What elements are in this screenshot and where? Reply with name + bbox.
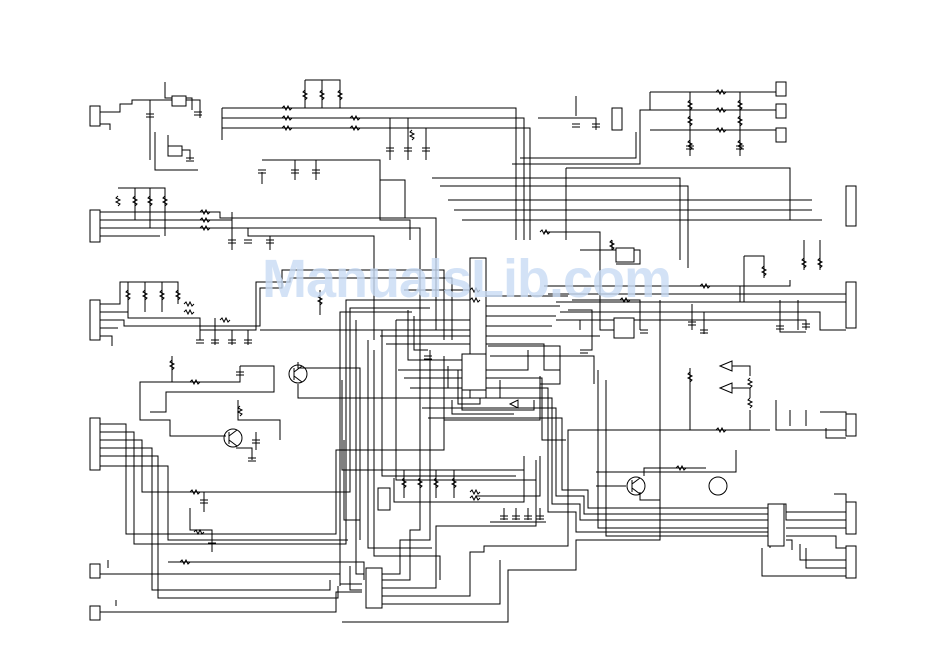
connector-right-7: [846, 502, 856, 534]
transistor-q2: [224, 429, 242, 447]
ic-driver-right: [616, 248, 634, 262]
ic-sub-center: [462, 354, 486, 390]
connector-left-6: [90, 606, 100, 620]
resistor: [470, 496, 480, 500]
connector-left-2: [90, 210, 100, 242]
buzzer: [709, 477, 727, 495]
resistor: [194, 530, 204, 534]
connector-center-rail: [378, 488, 390, 510]
ic-logic-right: [614, 318, 634, 338]
connector-right-5: [846, 282, 856, 328]
resistor: [748, 398, 752, 408]
resistor: [116, 196, 120, 206]
resistor: [410, 130, 414, 140]
passive-components: [116, 90, 822, 564]
capacitor: [640, 330, 648, 333]
resistor: [184, 310, 194, 314]
connector-right-2: [776, 104, 786, 118]
connector-left-5: [90, 564, 100, 578]
capacitor: [424, 356, 432, 359]
capacitor: [244, 240, 252, 243]
transistor-q3: [627, 477, 645, 495]
capacitor: [572, 124, 580, 127]
resistor: [238, 406, 242, 416]
connector-top-center: [612, 108, 622, 130]
resistor: [220, 318, 230, 322]
ic-bottom: [366, 568, 382, 608]
resistor: [470, 490, 480, 494]
connector-right-1: [776, 82, 786, 96]
resistor: [748, 378, 752, 388]
connector-left-3: [90, 300, 100, 340]
connector-left-4: [90, 418, 100, 470]
capacitor: [580, 350, 588, 353]
resistor: [184, 302, 194, 306]
capacitor: [258, 170, 266, 173]
ic-regulator-bottom: [168, 146, 182, 156]
connector-right-6: [846, 414, 856, 436]
ic-right-bottom: [768, 504, 784, 546]
connector-right-3: [776, 128, 786, 142]
ic-regulator-top: [172, 96, 186, 106]
connector-left-1: [90, 106, 100, 126]
connector-right-4: [846, 186, 856, 226]
capacitor: [194, 112, 202, 115]
capacitor: [196, 340, 204, 343]
connector-right-8: [846, 546, 856, 578]
